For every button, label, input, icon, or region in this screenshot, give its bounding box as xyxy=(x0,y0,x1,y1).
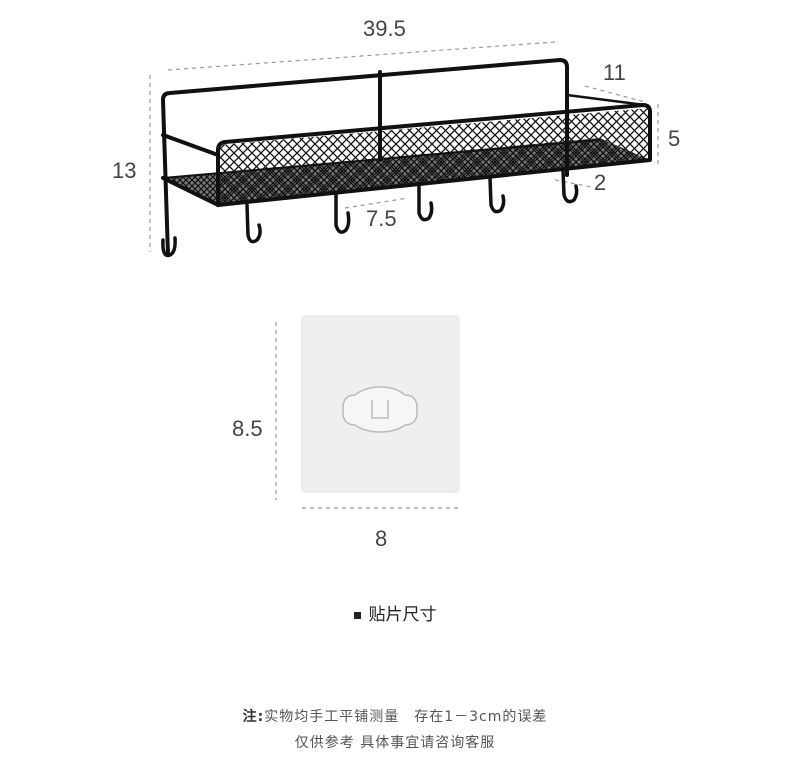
pad-height-dimension: 8.5 xyxy=(232,416,263,441)
hook-spacing-dimension: 7.5 xyxy=(366,206,397,231)
pad-width-dimension: 8 xyxy=(375,526,388,551)
hook xyxy=(334,193,351,234)
hook xyxy=(161,236,177,258)
width-dimension: 39.5 xyxy=(363,16,406,41)
rail-height-dimension: 5 xyxy=(668,126,681,151)
hook xyxy=(245,203,262,244)
pad-caption-text: 贴片尺寸 xyxy=(368,605,437,625)
hook xyxy=(561,168,579,204)
note-prefix: 注: xyxy=(242,709,265,725)
square-bullet-icon xyxy=(353,611,361,619)
hook-offset-dimension: 2 xyxy=(594,170,607,195)
pad-caption: 贴片尺寸 xyxy=(0,600,790,625)
height-dimension: 13 xyxy=(112,158,137,183)
depth-dimension: 11 xyxy=(603,60,626,85)
shelf-frame xyxy=(161,58,652,257)
note-text-1: 实物均手工平铺测量 存在1－3cm的误差 xyxy=(264,709,548,725)
front-mesh xyxy=(218,108,650,205)
note-line-1: 注:实物均手工平铺测量 存在1－3cm的误差 xyxy=(0,706,790,726)
hook xyxy=(488,176,506,214)
dimension-lines xyxy=(149,41,659,509)
hooks xyxy=(161,168,579,258)
pad-hook-icon xyxy=(342,386,418,433)
note-line-2: 仅供参考 具体事宜请咨询客服 xyxy=(294,735,496,751)
hook xyxy=(417,183,434,222)
